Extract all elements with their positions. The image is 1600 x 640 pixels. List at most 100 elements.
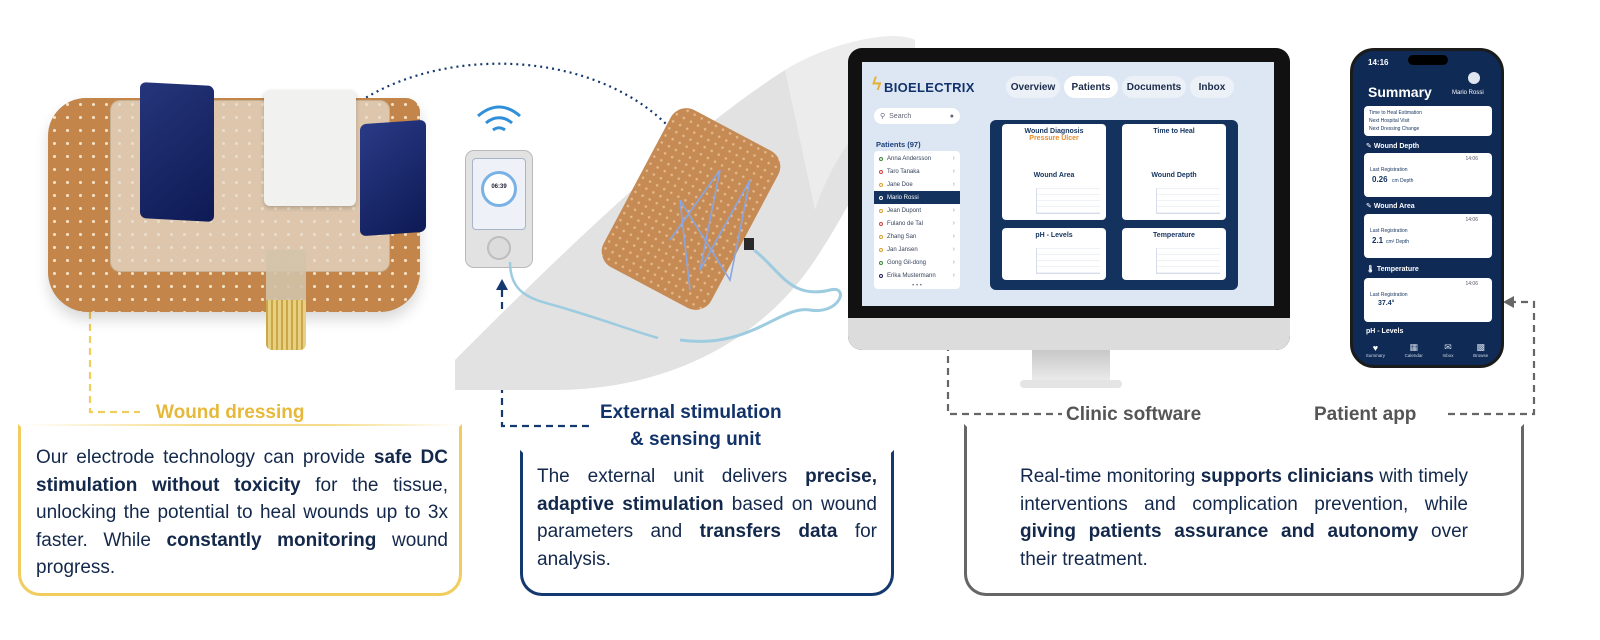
status-dot-icon <box>879 260 883 265</box>
status-dot-icon <box>879 273 883 278</box>
monitor-chin <box>848 318 1290 350</box>
caption-stimulation-line2: & sensing unit <box>630 429 761 450</box>
patient-item[interactable]: Jean Dupont› <box>874 204 960 217</box>
card-ph-levels[interactable]: pH - Levels <box>1002 228 1106 280</box>
mini-chart <box>1156 248 1220 274</box>
tab-calendar[interactable]: ▦Calendar <box>1404 342 1423 358</box>
status-dot-icon <box>879 182 883 187</box>
phone-section-temperature: 🌡 Temperature <box>1366 266 1419 273</box>
status-dot-icon <box>879 208 883 213</box>
phone-section-wound-area: ✎ Wound Area <box>1366 203 1415 210</box>
electrode-pad-right <box>360 119 426 237</box>
patient-item[interactable]: Fulano de Tal› <box>874 217 960 230</box>
phone-tab-bar: ♥Summary ▦Calendar ✉Inbox ▩Browse <box>1356 338 1498 362</box>
card-wound-depth[interactable]: Wound Depth <box>1122 168 1226 220</box>
device-time: 06:39 <box>491 184 507 190</box>
grid-icon: ▩ <box>1476 342 1485 352</box>
bandage-icon: ✎ <box>1366 143 1374 150</box>
tab-patients[interactable]: Patients <box>1064 76 1118 98</box>
calendar-icon: ▦ <box>1409 342 1419 352</box>
patient-item[interactable]: Taro Tanaka› <box>874 165 960 178</box>
phone-section-wound-depth: ✎ Wound Depth <box>1366 143 1420 150</box>
phone-status-time: 14:16 <box>1368 58 1389 67</box>
dressing-stem <box>266 250 306 306</box>
dressing-connector-tail <box>266 300 306 350</box>
phone-card-wound-depth[interactable]: 14:06 Last Registration 0.26 cm Depth <box>1364 153 1492 197</box>
inbox-icon: ✉ <box>1444 342 1452 352</box>
bolt-logo-icon: ϟ <box>872 74 882 94</box>
mini-chart <box>1036 248 1100 274</box>
card-wound-diagnosis[interactable]: Wound Diagnosis Pressure Ulcer <box>1002 124 1106 176</box>
card-wound-area[interactable]: Wound Area <box>1002 168 1106 220</box>
status-dot-icon <box>879 221 883 226</box>
mini-chart <box>1156 188 1220 214</box>
status-dot-icon <box>879 195 883 200</box>
caption-wound-dressing: Wound dressing <box>156 402 305 423</box>
patient-list: Anna Andersson› Taro Tanaka› Jane Doe› M… <box>874 151 960 289</box>
tab-inbox[interactable]: Inbox <box>1190 76 1234 98</box>
status-dot-icon <box>879 234 883 239</box>
clinic-text: Real-time monitoring supports clinicians… <box>1020 466 1468 570</box>
chevron-right-icon: › <box>952 259 955 266</box>
wound-dressing-box <box>18 424 462 596</box>
patient-item[interactable]: Erika Mustermann› <box>874 269 960 282</box>
tab-documents[interactable]: Documents <box>1122 76 1186 98</box>
status-dot-icon <box>879 169 883 174</box>
caption-stimulation-line1: External stimulation <box>600 402 782 423</box>
phone-card-wound-area[interactable]: 14:06 Last Registration 2.1 cm² Depth <box>1364 214 1492 258</box>
phone-page-title: Summary <box>1368 84 1432 100</box>
tab-overview[interactable]: Overview <box>1006 76 1060 98</box>
clinic-box <box>964 424 1524 596</box>
patient-item[interactable]: Jan Jansen› <box>874 243 960 256</box>
chevron-right-icon: › <box>952 181 955 188</box>
wifi-icon <box>477 105 521 132</box>
patient-item[interactable]: Jane Doe› <box>874 178 960 191</box>
patch-wiring <box>669 169 842 343</box>
patient-item[interactable]: Zhang San› <box>874 230 960 243</box>
microphone-icon: ● <box>949 112 954 120</box>
phone-section-ph-levels: pH - Levels <box>1366 328 1404 335</box>
box-top-fade <box>20 424 460 426</box>
device-dpad <box>487 236 511 260</box>
tab-inbox-phone[interactable]: ✉Inbox <box>1442 342 1454 358</box>
tab-summary[interactable]: ♥Summary <box>1365 342 1386 358</box>
search-input[interactable]: ⚲ Search ● <box>874 108 960 124</box>
patient-item[interactable]: Anna Andersson› <box>874 152 960 165</box>
electrode-pad-left <box>140 82 214 222</box>
chevron-right-icon: › <box>952 246 955 253</box>
status-dot-icon <box>879 247 883 252</box>
search-icon: ⚲ <box>880 113 886 120</box>
phone-card-temperature[interactable]: 14:06 Last Registration 37.4° <box>1364 278 1492 322</box>
card-time-to-heal[interactable]: Time to Heal <box>1122 124 1226 176</box>
patient-item[interactable]: Gong Gil-dong› <box>874 256 960 269</box>
tab-browse[interactable]: ▩Browse <box>1473 342 1489 358</box>
device-timer-ring <box>481 171 517 207</box>
heart-icon: ♥ <box>1372 342 1379 353</box>
status-dot-icon <box>879 156 883 161</box>
chevron-right-icon: › <box>952 207 955 214</box>
mini-chart <box>1036 188 1100 214</box>
card-temperature[interactable]: Temperature <box>1122 228 1226 280</box>
device-cable <box>508 261 659 340</box>
avatar[interactable] <box>1468 72 1480 84</box>
chevron-right-icon: › <box>952 272 955 279</box>
search-placeholder: Search <box>889 112 912 120</box>
electrode-pad-center <box>264 90 356 206</box>
thermometer-icon: 🌡 <box>1366 266 1377 273</box>
stimulation-text: The external unit delivers precise, adap… <box>537 466 878 570</box>
caption-patient-app: Patient app <box>1314 404 1417 425</box>
app-logo: BIOELECTRIX <box>884 80 975 95</box>
patients-title: Patients (97) <box>876 140 921 149</box>
wound-dressing-text: Our electrode technology can provide saf… <box>36 447 448 578</box>
monitor-stand-foot <box>1020 380 1122 388</box>
caption-clinic-software: Clinic software <box>1066 404 1202 425</box>
bandage-icon: ✎ <box>1366 203 1374 210</box>
chevron-right-icon: › <box>952 220 955 227</box>
patient-item-selected[interactable]: Mario Rossi <box>874 191 960 204</box>
list-more[interactable]: • • • <box>912 282 922 289</box>
stimulation-box <box>520 450 894 596</box>
phone-user-name: Mario Rossi <box>1452 90 1484 96</box>
chevron-right-icon: › <box>952 155 955 162</box>
phone-info-card[interactable]: Time to Heal Estimation Next Hospital Vi… <box>1364 106 1492 136</box>
